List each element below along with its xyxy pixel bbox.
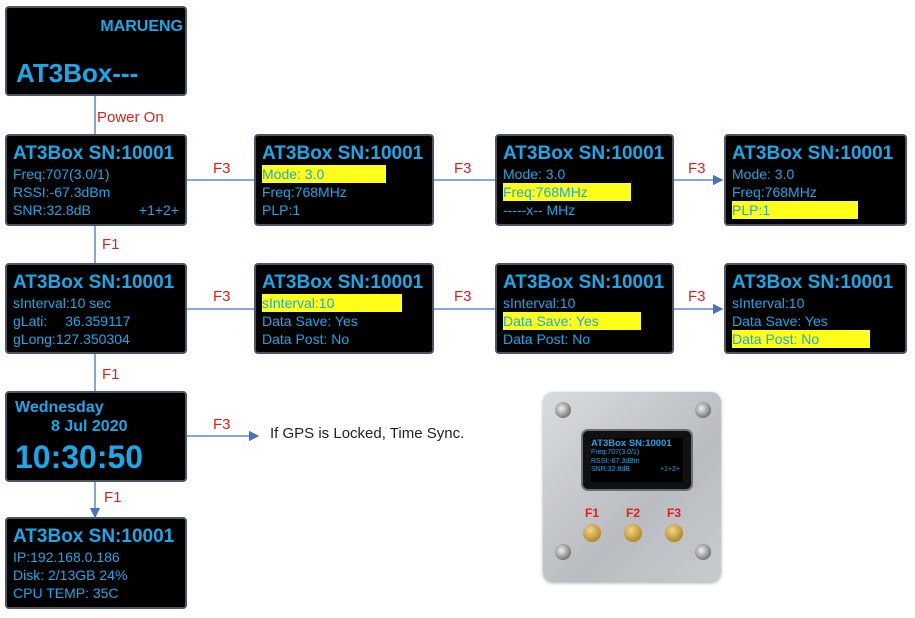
device-display-bezel: AT3Box SN:10001 Freq:707(3.0/1) RSSI:-67… — [581, 429, 693, 491]
label-f3-main-tuner1: F3 — [213, 160, 231, 177]
data2-interval: sInterval:10 — [503, 295, 576, 311]
boot-screen: MARUENG AT3Box--- — [5, 6, 187, 96]
main-status-screen: AT3Box SN:10001 Freq:707(3.0/1) RSSI:-67… — [5, 134, 187, 226]
system-disk: Disk: 2/13GB 24% — [13, 567, 128, 583]
clock-time: 10:30:50 — [15, 439, 144, 475]
device-display-tail: +1+2+ — [659, 466, 680, 473]
f2-button-label: F2 — [626, 506, 641, 520]
device-display-snr: SNR:32.8dB — [591, 466, 630, 473]
tuner2-title: AT3Box SN:10001 — [503, 143, 665, 164]
label-f1-main-gps: F1 — [102, 236, 120, 253]
boot-title: AT3Box--- — [16, 58, 139, 88]
clock-screen: Wednesday 8 Jul 2020 10:30:50 — [5, 391, 187, 482]
device-display: AT3Box SN:10001 Freq:707(3.0/1) RSSI:-67… — [591, 438, 683, 482]
main-tail: +1+2+ — [138, 202, 179, 218]
label-f3-clock-note: F3 — [213, 416, 231, 433]
f3-button-label: F3 — [667, 506, 682, 520]
label-f3-gps-data1: F3 — [213, 288, 231, 305]
device-display-freq: Freq:707(3.0/1) — [591, 449, 640, 456]
tuner1-plp: PLP:1 — [262, 202, 301, 218]
tuner3-plp-highlighted: PLP:1 — [732, 201, 858, 219]
label-f1-clock-system: F1 — [104, 489, 122, 506]
label-f3-tuner1-tuner2: F3 — [454, 160, 472, 177]
data3-title: AT3Box SN:10001 — [732, 272, 894, 293]
data2-save-highlighted: Data Save: Yes — [503, 312, 641, 330]
tuner-edit-plp-screen: AT3Box SN:10001 Mode: 3.0 Freq:768MHz PL… — [724, 134, 907, 226]
data-edit-interval-screen: AT3Box SN:10001 sInterval:10 Data Save: … — [254, 263, 434, 354]
tuner-edit-freq-screen: AT3Box SN:10001 Mode: 3.0 Freq:768MHz --… — [495, 134, 674, 226]
main-freq: Freq:707(3.0/1) — [13, 166, 110, 182]
f3-button[interactable] — [665, 524, 683, 542]
main-rssi: RSSI:-67.3dBm — [13, 184, 111, 200]
tuner3-freq: Freq:768MHz — [732, 184, 817, 200]
data2-post: Data Post: No — [503, 331, 591, 347]
system-ip: IP:192.168.0.186 — [13, 549, 120, 565]
tuner1-mode-highlighted: Mode: 3.0 — [262, 165, 386, 183]
label-f3-data1-data2: F3 — [454, 288, 472, 305]
f1-button[interactable] — [583, 524, 601, 542]
tuner3-mode: Mode: 3.0 — [732, 166, 795, 182]
main-snr-row: SNR:32.8dB +1+2+ — [13, 201, 185, 219]
system-title: AT3Box SN:10001 — [13, 526, 175, 547]
f2-button[interactable] — [624, 524, 642, 542]
data1-save: Data Save: Yes — [262, 313, 358, 329]
tuner1-title: AT3Box SN:10001 — [262, 143, 424, 164]
tuner1-freq: Freq:768MHz — [262, 184, 347, 200]
data-edit-post-screen: AT3Box SN:10001 sInterval:10 Data Save: … — [724, 263, 907, 354]
screw-icon — [695, 402, 711, 418]
data3-save: Data Save: Yes — [732, 313, 828, 329]
data1-post: Data Post: No — [262, 331, 350, 347]
system-cpu-temp: CPU TEMP: 35C — [13, 585, 119, 601]
label-f3-data2-data3: F3 — [688, 288, 706, 305]
device-photo: AT3Box SN:10001 Freq:707(3.0/1) RSSI:-67… — [543, 392, 721, 582]
f1-button-label: F1 — [585, 506, 600, 520]
gps-title: AT3Box SN:10001 — [13, 272, 175, 293]
screw-icon — [695, 544, 711, 560]
system-screen: AT3Box SN:10001 IP:192.168.0.186 Disk: 2… — [5, 517, 187, 609]
device-display-title: AT3Box SN:10001 — [591, 438, 672, 449]
gps-screen: AT3Box SN:10001 sInterval:10 sec gLati: 3… — [5, 263, 187, 354]
label-power-on: Power On — [97, 109, 164, 126]
data1-title: AT3Box SN:10001 — [262, 272, 424, 293]
main-snr: SNR:32.8dB — [13, 202, 91, 218]
tuner3-title: AT3Box SN:10001 — [732, 143, 894, 164]
gps-lat-label: gLati: — [13, 313, 48, 329]
tuner2-freq-highlighted: Freq:768MHz — [503, 183, 631, 201]
time-sync-note: If GPS is Locked, Time Sync. — [270, 425, 465, 442]
gps-interval: sInterval:10 sec — [13, 295, 112, 311]
gps-long: gLong:127.350304 — [13, 331, 130, 347]
clock-date: 8 Jul 2020 — [51, 418, 128, 435]
label-f1-gps-clock: F1 — [102, 366, 120, 383]
tuner2-freq-entry: -----x-- MHz — [503, 202, 576, 218]
data1-interval-highlighted: sInterval:10 — [262, 294, 402, 312]
gps-lat-value: 36.359117 — [65, 313, 131, 329]
data3-post-highlighted: Data Post: No — [732, 330, 870, 348]
clock-day: Wednesday — [15, 399, 104, 416]
screw-icon — [555, 402, 571, 418]
data3-interval: sInterval:10 — [732, 295, 805, 311]
device-display-rssi: RSSI:-67.3dBm — [591, 457, 640, 465]
tuner2-mode: Mode: 3.0 — [503, 166, 566, 182]
data-edit-save-screen: AT3Box SN:10001 sInterval:10 Data Save: … — [495, 263, 674, 354]
tuner-edit-mode-screen: AT3Box SN:10001 Mode: 3.0 Freq:768MHz PL… — [254, 134, 434, 226]
brand-label: MARUENG — [100, 18, 183, 35]
label-f3-tuner2-tuner3: F3 — [688, 160, 706, 177]
screw-icon — [555, 544, 571, 560]
data2-title: AT3Box SN:10001 — [503, 272, 665, 293]
main-title: AT3Box SN:10001 — [13, 143, 175, 164]
